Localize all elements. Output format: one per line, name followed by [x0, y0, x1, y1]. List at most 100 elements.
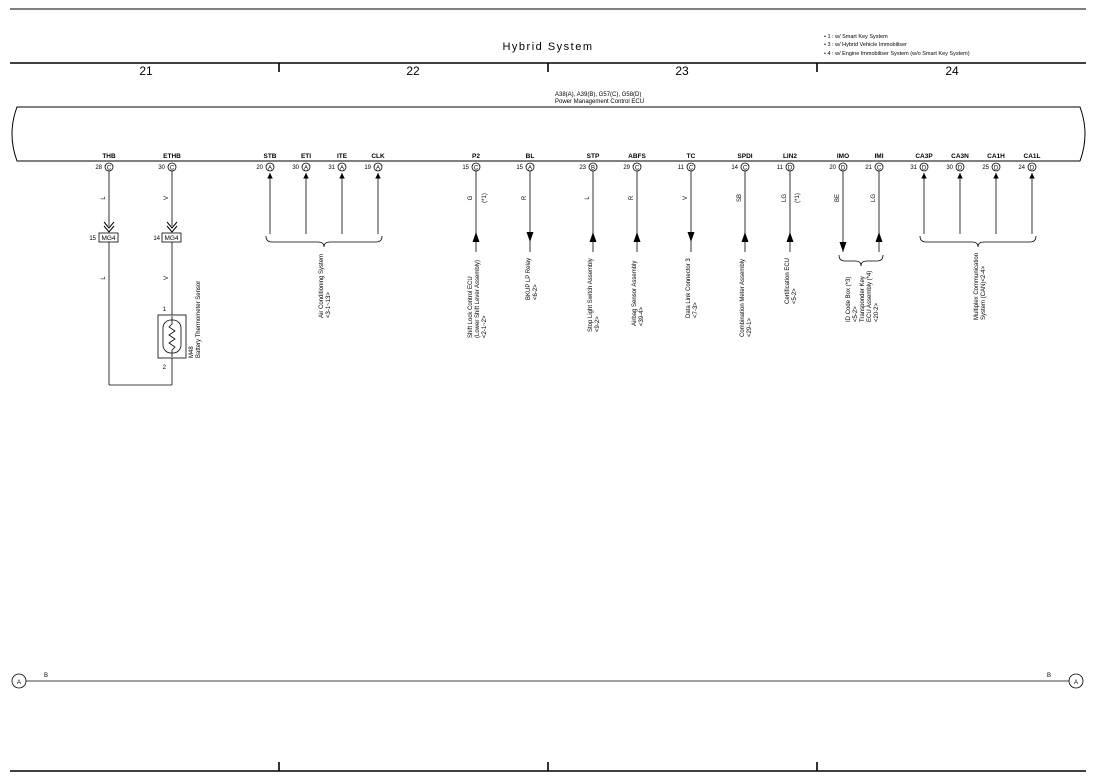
ground-wire-label: B — [44, 673, 48, 679]
note-1: • 1 : w/ Smart Key System — [824, 34, 888, 40]
pin-label: TC — [687, 153, 696, 160]
pin-number: 15 — [462, 165, 469, 171]
pin-connector: D — [922, 165, 927, 171]
mg4-connector — [98, 232, 119, 243]
pin-connector-circle — [301, 162, 311, 172]
pin-connector: D — [841, 165, 846, 171]
ecu-name: Power Management Control ECU — [555, 99, 644, 105]
ground-connector-label: A — [17, 680, 21, 686]
pin-connector-circle — [919, 162, 929, 172]
connector-chevron — [166, 221, 178, 233]
note-3: • 4 : w/ Engine Immobiliser System (w/o … — [824, 51, 970, 57]
wire-color: LG — [871, 194, 877, 202]
tc-circuit: V Data Link Connector 3 <7-3> — [683, 171, 699, 318]
ground-bus: A A B B — [11, 673, 1084, 689]
pin-number: 30 — [946, 165, 953, 171]
pin-connector-circle — [373, 162, 383, 172]
pin-number: 23 — [579, 165, 586, 171]
destination-label: Multiplex Communication — [974, 253, 980, 320]
ground-connector-label: A — [1074, 680, 1078, 686]
wire-color: G — [468, 195, 474, 200]
ground-wire-label: B — [1047, 673, 1051, 679]
arrow-icon — [839, 242, 847, 252]
pin-connector: C — [474, 165, 479, 171]
arrow-icon — [526, 232, 534, 242]
pin-label: CA1H — [987, 153, 1005, 160]
pin-label: THB — [102, 153, 116, 160]
pin-connector: A — [528, 165, 532, 171]
destination-label: Stop Light Switch Assembly — [588, 258, 594, 332]
destination-label: Transponder Key — [860, 276, 866, 322]
ac-circuit: Air Conditioning System <3-1~13> — [265, 173, 383, 318]
lin2-circuit: LG (*1) Certification ECU <5-2> — [782, 171, 801, 304]
pin-label: BL — [526, 153, 535, 160]
wire-color: R — [629, 195, 635, 200]
destination-label: ID Code Box (*3) — [846, 277, 852, 322]
destination-label: <5-2> — [792, 288, 798, 304]
destination-label: Data Link Connector 3 — [686, 258, 692, 318]
destination-brace — [838, 254, 884, 267]
arrow-icon — [472, 232, 480, 242]
section-number: 21 — [139, 64, 153, 78]
pin-number: 15 — [516, 165, 523, 171]
section-number: 22 — [406, 64, 420, 78]
wire-color: L — [101, 196, 107, 200]
pin-label: CA3P — [915, 153, 933, 160]
destination-label: Airbag Sensor Assembly — [632, 261, 638, 326]
wire-color: V — [164, 276, 170, 280]
wire-color: V — [164, 196, 170, 200]
pin-label: CLK — [371, 153, 385, 160]
pin-connector: A — [268, 165, 272, 171]
ground-connector-left — [11, 673, 27, 689]
pin-label: P2 — [472, 153, 480, 160]
wire-color: SB — [737, 194, 743, 202]
mg4-connector — [161, 232, 182, 243]
pin-connector-circle — [265, 162, 275, 172]
pin-number: 19 — [364, 165, 371, 171]
arrow-icon — [633, 232, 641, 242]
pin-number: 28 — [95, 165, 102, 171]
immobiliser-circuit: BE LG ID Code Box (*3) <5-2> Transponder… — [835, 171, 884, 322]
ground-connector-right — [1068, 673, 1084, 689]
destination-label: <5-2> — [853, 306, 859, 322]
pin-connector: C — [743, 165, 748, 171]
note-2: • 3 : w/ Hybrid Vehicle Immobiliser — [824, 42, 907, 48]
pin-connector: C — [107, 165, 112, 171]
arrow-icon — [687, 232, 695, 242]
pin-number: 20 — [256, 165, 263, 171]
pin-number: 29 — [623, 165, 630, 171]
arrow-icon — [786, 232, 794, 242]
section-number: 24 — [945, 64, 959, 78]
destination-label: Certification ECU — [785, 258, 791, 304]
pin-connector-circle — [337, 162, 347, 172]
mg4-pin: 14 — [153, 236, 160, 242]
destination-label: <9-2> — [595, 316, 601, 332]
pin-connector: C — [170, 165, 175, 171]
pin-label: ITE — [337, 153, 348, 160]
p2-circuit: G (*1) Shift Lock Control ECU (Lower Shi… — [468, 171, 488, 338]
destination-label: <20-2> — [874, 302, 880, 322]
destination-label: System (CAN)<2-4> — [981, 265, 987, 320]
destination-label: <29-1> — [747, 317, 753, 337]
stp-circuit: L Stop Light Switch Assembly <9-2> — [585, 171, 601, 332]
wire-color: L — [585, 196, 591, 200]
sensor-id: M48 — [189, 346, 195, 358]
pin-connector-circle — [1027, 162, 1037, 172]
pin-number: 20 — [829, 165, 836, 171]
destination-label: ECU Assembly (*4) — [867, 271, 873, 322]
pin-label: STB — [264, 153, 277, 160]
wire-color: LG — [782, 194, 788, 202]
section-number: 23 — [675, 64, 689, 78]
